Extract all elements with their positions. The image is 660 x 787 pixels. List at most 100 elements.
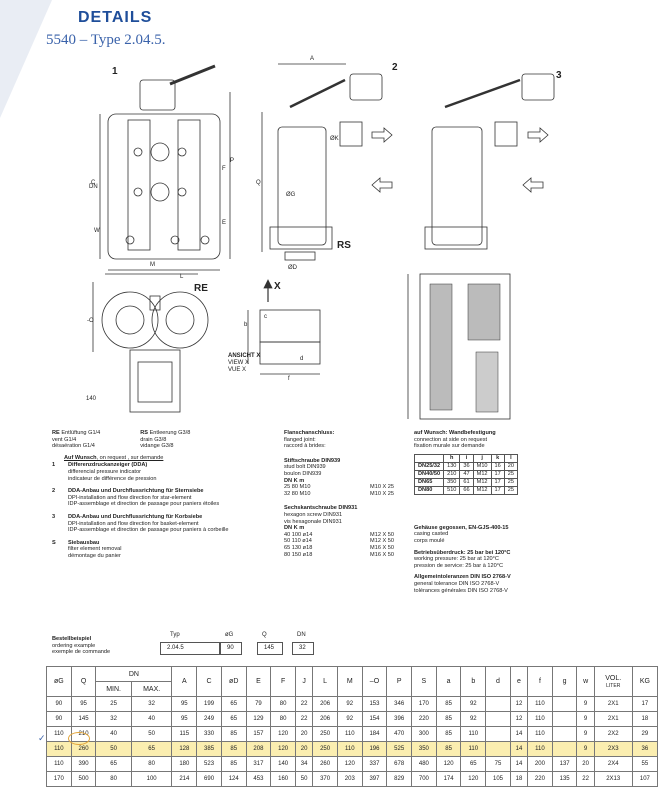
dim-b: b [244,322,248,328]
dim-M: M [150,262,155,268]
section-view [419,273,511,420]
table-cell [551,741,578,757]
table-cell: 120 [270,726,296,742]
table-cell: 9 [576,726,595,742]
dim-oD: ØD [288,265,297,271]
label-view: VIEW X [228,360,250,366]
table-cell: 32 [95,711,132,727]
table-cell: 397 [361,771,388,787]
label-vue: VUE X [228,367,247,373]
table-cell: 214 [171,771,198,787]
table-cell: 220 [411,711,437,727]
table-cell: 2X3 [593,741,633,757]
table-cell: 160 [270,771,296,787]
table-cell: 523 [196,756,222,772]
label-2: 2 [392,62,398,73]
table-cell: 690 [196,771,222,787]
order-value-typ: 2.04.5 [160,642,220,655]
table-cell: 390 [70,756,97,772]
table-cell: 385 [196,741,222,757]
dim-140: 140 [86,396,97,402]
dim-oK: ØK [330,136,339,142]
table-cell: 92 [460,711,487,727]
table-cell [551,696,578,712]
highlight-circle [68,732,90,745]
order-hdr-typ: Typ [170,632,180,638]
label-ansicht: ANSICHT X [228,353,261,359]
table-cell: 50 [130,726,173,742]
table-cell: 140 [270,756,296,772]
table-cell: 396 [386,711,413,727]
table-cell: 92 [336,711,363,727]
table-cell: 95 [171,696,198,712]
table-cell: 137 [551,756,578,772]
table-cell: 317 [245,756,272,772]
table-cell: 80 [270,711,296,727]
table-cell: 249 [196,711,222,727]
table-cell: 95 [171,711,198,727]
table-cell: 14 [509,741,529,757]
table-cell: 525 [386,741,413,757]
table-cell: 50 [95,741,132,757]
order-hdr-dn: DN [297,632,306,638]
table-cell: 22 [576,771,595,787]
table-cell: 2X1 [593,711,633,727]
table-cell: 9 [576,711,595,727]
table-cell: 145 [70,711,97,727]
top-view-left [101,291,159,349]
table-cell: 829 [386,771,413,787]
table-cell: 470 [386,726,413,742]
table-cell: 65 [220,711,247,727]
table-cell: 92 [336,696,363,712]
page-subtitle: 5540 – Type 2.04.5. [46,32,166,48]
table-cell: 250 [312,726,338,742]
table-cell: 120 [435,756,462,772]
table-cell: 85 [435,696,462,712]
table-cell: 14 [509,756,529,772]
table-cell: 40 [130,711,173,727]
table-cell: 110 [460,726,487,742]
table-cell: 65 [220,696,247,712]
table-cell: 80 [270,696,296,712]
table-cell: 12 [509,696,529,712]
table-cell: 115 [171,726,198,742]
table-cell: 100 [130,771,173,787]
table-cell: 9 [576,741,595,757]
table-cell: 95 [70,696,97,712]
table-cell [485,711,511,727]
table-cell: 170 [411,696,437,712]
table-cell: 12 [509,711,529,727]
table-cell: 184 [361,726,388,742]
side-view-2 [277,126,327,246]
table-cell: 337 [361,756,388,772]
table-cell: 79 [245,696,272,712]
dim-DN: DN [89,184,98,190]
table-cell: 300 [411,726,437,742]
table-cell: 174 [435,771,462,787]
table-cell: 208 [245,741,272,757]
table-cell: 50 [294,771,314,787]
flange-block: Flanschanschluss:flanged joint:raccord à… [284,430,394,558]
table-cell: 120 [270,741,296,757]
dim-A: A [310,56,315,62]
table-cell: 85 [435,741,462,757]
table-cell: 85 [435,711,462,727]
table-cell: 20 [294,726,314,742]
table-cell: 453 [245,771,272,787]
table-cell: 90 [46,696,72,712]
label-1: 1 [112,66,118,77]
table-cell: 55 [631,756,659,772]
label-X: X [274,281,281,292]
table-cell: 206 [312,696,338,712]
table-cell: 154 [361,711,388,727]
table-cell: 129 [245,711,272,727]
table-cell: 25 [95,696,132,712]
